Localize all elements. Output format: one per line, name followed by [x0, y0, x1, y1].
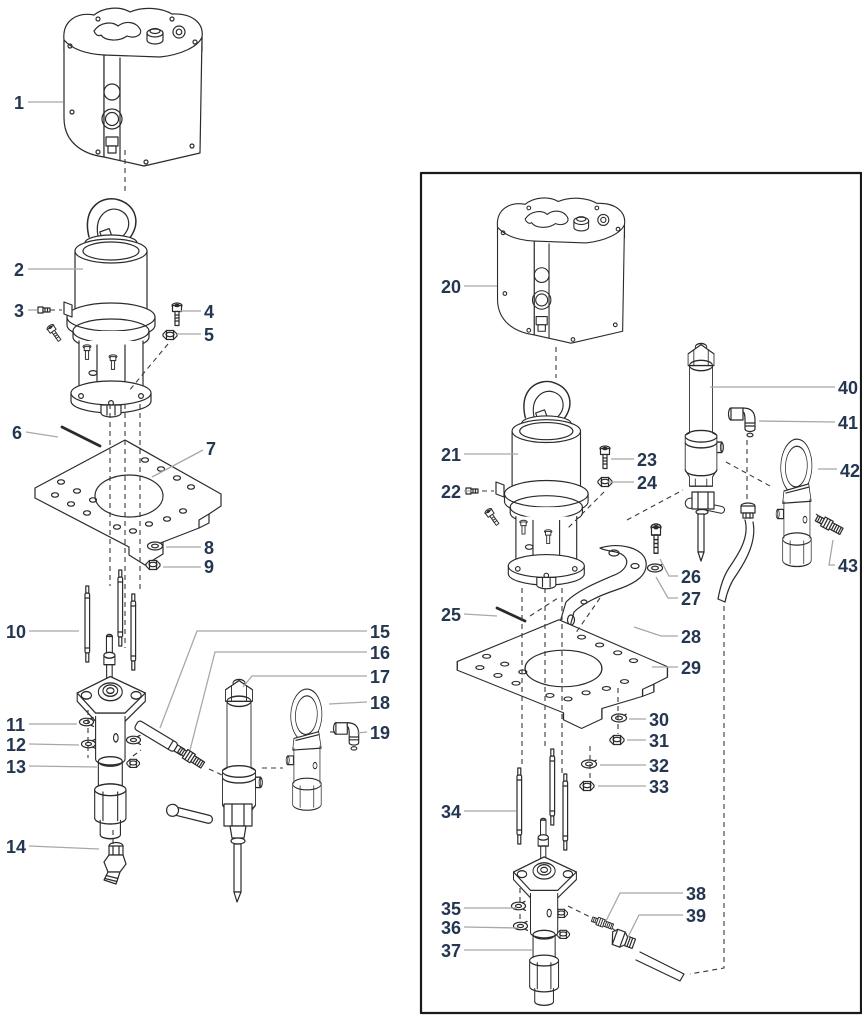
callout-39: 39 [686, 906, 706, 926]
callout-38: 38 [686, 884, 706, 904]
nut-part-33 [579, 780, 595, 792]
callout-34: 34 [441, 802, 461, 822]
right-assembly [456, 197, 845, 1007]
callout-22: 22 [441, 482, 461, 502]
washer-part-32 [580, 759, 598, 769]
fitting-part-43 [813, 513, 845, 537]
callout-32: 32 [649, 756, 669, 776]
washer-part-11 [78, 716, 95, 728]
callout-20: 20 [441, 277, 461, 297]
outlet-valve-part-42 [775, 433, 817, 568]
nut-part-5 [162, 329, 178, 341]
callout-8: 8 [204, 538, 214, 558]
callout-30: 30 [649, 710, 669, 730]
washer-part-35 [510, 900, 527, 912]
callout-29: 29 [681, 658, 701, 678]
set-screw-part-3 [37, 306, 51, 314]
screw-part-26 [650, 523, 662, 555]
callout-6: 6 [12, 423, 22, 443]
callout-7: 7 [206, 439, 216, 459]
callout-35: 35 [441, 899, 461, 919]
callout-23: 23 [637, 450, 657, 470]
callout-13: 13 [6, 757, 26, 777]
standoff-rod [562, 773, 569, 851]
standoff-rod [130, 593, 137, 671]
filter-part-40 [683, 342, 727, 562]
standoff-rod [117, 569, 124, 647]
motor-housing-part-20 [496, 197, 626, 344]
callout-4: 4 [204, 302, 214, 322]
alignment-dashes-left [50, 150, 337, 846]
callout-41: 41 [838, 413, 858, 433]
elbow-part-41 [727, 407, 756, 438]
callout-5: 5 [204, 325, 214, 345]
callout-18: 18 [370, 693, 390, 713]
left-assembly [34, 7, 360, 903]
callout-33: 33 [649, 777, 669, 797]
callout-36: 36 [441, 918, 461, 938]
callout-2: 2 [14, 260, 24, 280]
washer-part-30 [610, 713, 628, 723]
callout-27: 27 [681, 589, 701, 609]
motor-part-21 [503, 380, 589, 590]
elbow-part-19 [332, 722, 360, 751]
washer [125, 734, 142, 746]
pin-part-6 [60, 425, 102, 448]
callout-40: 40 [838, 378, 858, 398]
callout-26: 26 [681, 567, 701, 587]
side-screw [45, 322, 64, 344]
right-assembly-frame [419, 171, 862, 1015]
washer-part-27 [646, 563, 664, 573]
nut [556, 929, 571, 939]
callout-15: 15 [370, 622, 390, 642]
callout-21: 21 [441, 445, 461, 465]
callout-1: 1 [14, 93, 24, 113]
callout-10: 10 [6, 622, 26, 642]
callouts: 1 2 3 4 5 6 7 8 9 10 11 12 13 14 15 16 1… [6, 93, 860, 961]
washer-part-8 [146, 541, 164, 551]
pin-part-25 [495, 606, 527, 623]
callout-25: 25 [441, 605, 461, 625]
fitting-part-38 [590, 914, 615, 931]
fitting-part-16 [175, 745, 206, 770]
mounting-plate-part-7 [34, 439, 222, 566]
nut [126, 758, 141, 768]
alignment-dashes-right [482, 347, 825, 975]
standoff-rod-part-10 [84, 585, 91, 663]
motor-part-2 [66, 198, 156, 418]
callout-37: 37 [441, 941, 461, 961]
side-screw [483, 506, 502, 528]
filter-part-17 [221, 678, 264, 822]
callout-3: 3 [14, 301, 24, 321]
drain-valve [164, 802, 253, 903]
standoff-rod-part-34 [516, 767, 523, 845]
elbow-part-14 [103, 841, 127, 885]
washer-part-36 [512, 920, 529, 932]
callout-12: 12 [6, 735, 26, 755]
callout-19: 19 [370, 723, 390, 743]
clip-bracket [495, 481, 505, 498]
callout-42: 42 [840, 461, 860, 481]
return-assembly-part-18 [285, 683, 326, 811]
callout-17: 17 [370, 667, 390, 687]
leader-lines [25, 101, 837, 951]
hose-fitting-part-39 [607, 927, 685, 982]
nut-part-31 [609, 734, 625, 746]
hose [717, 502, 756, 603]
standoff-rod [549, 748, 556, 826]
motor-housing-part-1 [63, 7, 203, 167]
callout-31: 31 [649, 731, 669, 751]
callout-43: 43 [838, 556, 858, 576]
callout-11: 11 [6, 715, 25, 735]
callout-28: 28 [681, 627, 701, 647]
clip-bracket [63, 301, 73, 318]
callout-16: 16 [370, 643, 390, 663]
callout-14: 14 [6, 837, 26, 857]
screw-part-23 [599, 445, 611, 470]
screw-part-4 [171, 302, 183, 327]
callout-9: 9 [204, 557, 214, 577]
callout-24: 24 [637, 473, 657, 493]
nut-part-9 [145, 559, 161, 571]
